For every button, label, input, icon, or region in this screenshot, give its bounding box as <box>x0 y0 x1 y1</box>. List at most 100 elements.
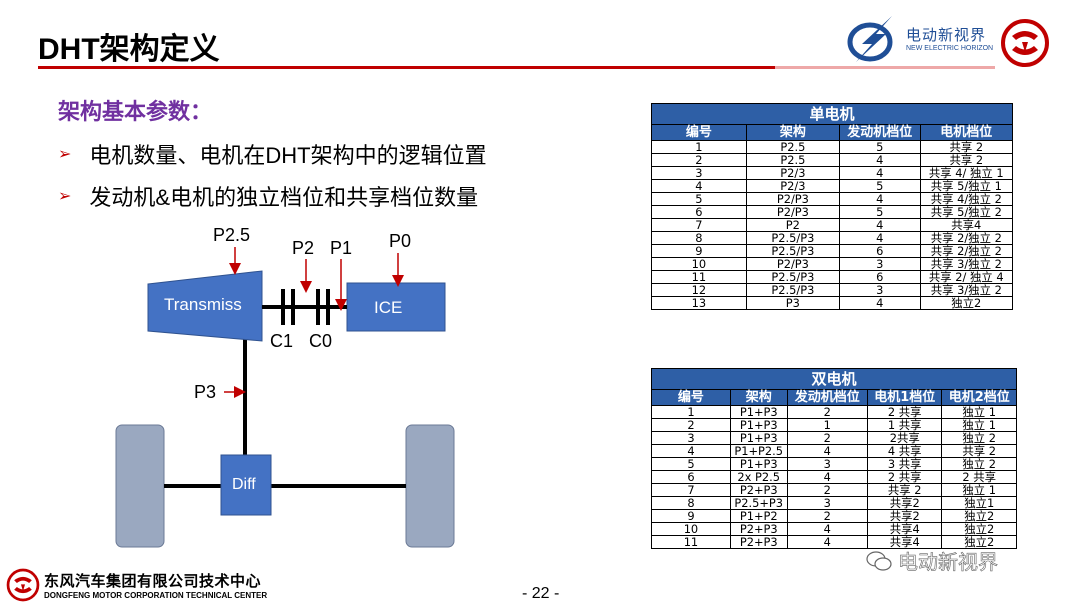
table-cell: P1+P3 <box>729 405 788 419</box>
left-wheel <box>115 424 165 548</box>
table-cell: 2 <box>651 153 747 167</box>
dongfeng-logo-icon <box>1001 19 1049 67</box>
table-cell: 共享 5/独立 1 <box>919 179 1014 193</box>
table-cell: P2.5+P3 <box>729 496 788 510</box>
table-cell: 共享2 <box>866 509 943 523</box>
table-cell: 3 <box>786 457 868 471</box>
column-header: 电机档位 <box>919 124 1014 141</box>
p0-label: P0 <box>389 231 412 251</box>
table-cell: P1+P3 <box>729 431 788 445</box>
table-cell: 4 <box>786 470 868 484</box>
title-divider-fade <box>775 66 995 69</box>
bullet-arrow-icon: ➢ <box>58 146 72 163</box>
column-header: 编号 <box>651 124 747 141</box>
table-cell: 10 <box>651 522 731 536</box>
p25-label: P2.5 <box>213 225 251 245</box>
table-cell: 3 <box>786 496 868 510</box>
table-cell: 3 <box>651 166 747 180</box>
table-cell: 4 <box>651 444 731 458</box>
table-cell: P2.5/P3 <box>745 244 841 258</box>
table-cell: 独立 1 <box>941 405 1017 419</box>
p2-label: P2 <box>292 238 315 258</box>
table-cell: P2/3 <box>745 166 841 180</box>
table-cell: 4 共享 <box>866 444 943 458</box>
table-cell: P2.5/P3 <box>745 283 841 297</box>
table-cell: 共享2 <box>866 496 943 510</box>
table-cell: P2+P3 <box>729 522 788 536</box>
table-cell: 1 <box>651 140 747 154</box>
transmission-box <box>147 270 263 342</box>
table-cell: 2 <box>786 509 868 523</box>
table-cell: 2 共享 <box>866 405 943 419</box>
table-cell: 3 <box>839 283 921 297</box>
table-cell: 4 <box>786 522 868 536</box>
lightning-globe-icon <box>847 16 893 62</box>
table-cell: 共享 3/独立 2 <box>919 257 1014 271</box>
table-cell: 2x P2.5 <box>729 470 788 484</box>
table-cell: 共享 2/ 独立 4 <box>919 270 1014 284</box>
table-cell: 2 <box>651 418 731 432</box>
bullet-arrow-icon: ➢ <box>58 188 72 205</box>
table-cell: 共享 3/独立 2 <box>919 283 1014 297</box>
table-cell: 4 <box>839 231 921 245</box>
table-cell: 独立2 <box>941 522 1017 536</box>
table-cell: 1 <box>786 418 868 432</box>
table-cell: 4 <box>839 296 921 310</box>
table-cell: 12 <box>651 283 747 297</box>
table-cell: 4 <box>839 218 921 232</box>
wechat-icon <box>866 550 892 571</box>
bullet-text: 电机数量、电机在DHT架构中的逻辑位置 <box>89 143 487 168</box>
column-header: 电机1档位 <box>866 389 943 406</box>
table-cell: 独立2 <box>919 296 1014 310</box>
table-cell: P2.5 <box>745 153 841 167</box>
table-cell: 13 <box>651 296 747 310</box>
brand-logo: 电动新视界 NEW ELECTRIC HORIZON <box>846 14 996 64</box>
table-cell: 4 <box>786 444 868 458</box>
table-cell: 共享 2/独立 2 <box>919 231 1014 245</box>
table-cell: P2+P3 <box>729 483 788 497</box>
page-number: - 22 - <box>522 585 560 602</box>
table-cell: 9 <box>651 509 731 523</box>
table-cell: 5 <box>651 457 731 471</box>
table-cell: 独立2 <box>941 535 1017 549</box>
table-cell: 独立2 <box>941 509 1017 523</box>
table-cell: 共享4 <box>866 535 943 549</box>
table-cell: 4 <box>839 166 921 180</box>
watermark-text: 电动新视界 <box>898 552 999 575</box>
table-cell: 7 <box>651 483 731 497</box>
table-cell: 4 <box>786 535 868 549</box>
table-cell: 共享 4/独立 2 <box>919 192 1014 206</box>
table-cell: 6 <box>839 244 921 258</box>
transmission-label: Transmiss <box>164 295 242 314</box>
table-cell: 独立 2 <box>941 457 1017 471</box>
dht-architecture-diagram: Transmiss ICE Diff P2.5 P2 P1 P0 P3 C1 C… <box>100 225 480 555</box>
table-cell: 6 <box>651 205 747 219</box>
table-cell: 共享 5/独立 2 <box>919 205 1014 219</box>
p1-label: P1 <box>330 238 353 258</box>
table-cell: 共享 2/独立 2 <box>919 244 1014 258</box>
engine-label: ICE <box>374 298 403 317</box>
table-cell: 共享 4/ 独立 1 <box>919 166 1014 180</box>
column-header: 架构 <box>729 389 788 406</box>
differential-label: Diff <box>232 476 256 493</box>
table-cell: 共享 2 <box>919 153 1014 167</box>
table-cell: 独立 1 <box>941 418 1017 432</box>
table-cell: 独立1 <box>941 496 1017 510</box>
table-cell: 10 <box>651 257 747 271</box>
table-cell: 2共享 <box>866 431 943 445</box>
table-cell: 共享4 <box>919 218 1014 232</box>
